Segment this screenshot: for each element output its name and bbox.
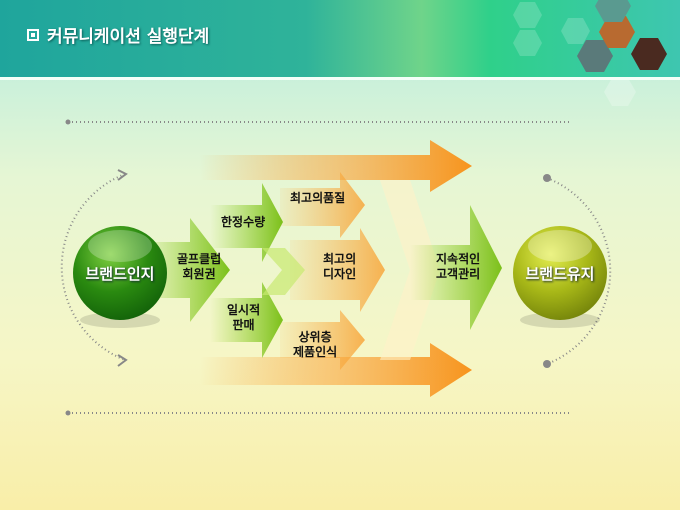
hexagon-photo-decoration bbox=[513, 0, 667, 106]
start-label: 브랜드인지 bbox=[85, 265, 155, 283]
green-arrow-temp bbox=[210, 282, 283, 358]
label-quality: 최고의품질 bbox=[290, 191, 346, 205]
brand-retention-circle bbox=[513, 226, 607, 320]
orange-arrow-top bbox=[200, 140, 472, 192]
header-band bbox=[0, 0, 680, 106]
title-text: 커뮤니케이션 실행단계 bbox=[47, 27, 210, 47]
brand-awareness-circle bbox=[73, 226, 167, 320]
page-title: 커뮤니케이션 실행단계 bbox=[27, 22, 209, 47]
end-label: 브랜드유지 bbox=[525, 265, 595, 283]
label-limited: 한정수량 bbox=[221, 215, 266, 229]
green-chevron bbox=[262, 248, 305, 295]
green-arrow-care bbox=[410, 205, 502, 330]
orange-arrow-design bbox=[290, 228, 385, 312]
green-arrow-main bbox=[140, 218, 230, 322]
header-divider bbox=[0, 77, 680, 80]
orange-arrow-bottom bbox=[200, 343, 472, 397]
orange-arrow-upper bbox=[280, 310, 365, 370]
orange-arrow-quality bbox=[280, 172, 365, 238]
left-dotted-arc bbox=[60, 173, 126, 361]
square-bullet-icon bbox=[27, 28, 39, 41]
right-dotted-arc bbox=[546, 177, 612, 365]
green-arrow-limited bbox=[210, 183, 283, 262]
